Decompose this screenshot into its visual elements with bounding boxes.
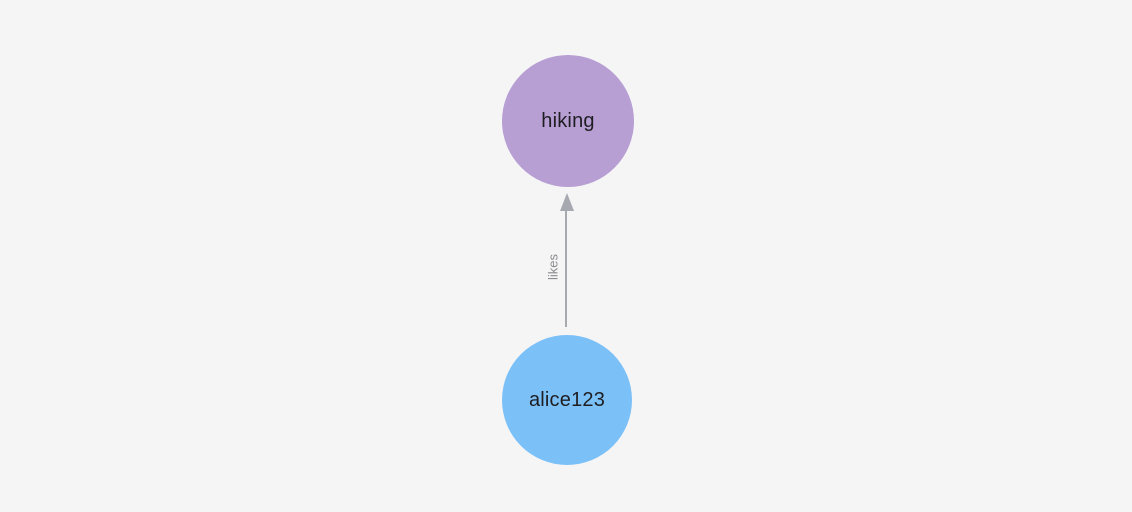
arrowhead-icon [560,193,574,211]
edge-label: likes [545,253,561,281]
node-hiking[interactable]: hiking [502,55,634,187]
node-alice123[interactable]: alice123 [502,335,632,465]
node-label-alice123: alice123 [528,388,606,411]
edge-line [565,209,567,327]
node-label-hiking: hiking [541,109,595,132]
